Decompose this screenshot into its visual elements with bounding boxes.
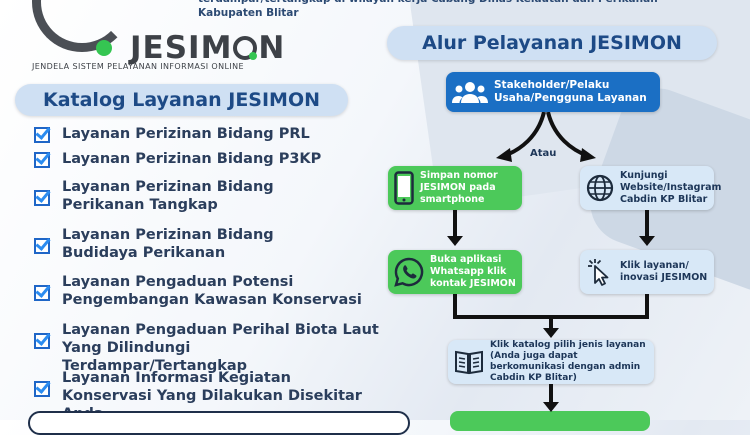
flow-step-visit-website: Kunjungi Website/Instagram Cabdin KP Bli… [580,166,721,210]
logo-ring [32,0,132,52]
catalog-title: Katalog Layanan JESIMON [15,84,348,116]
catalog-item: Layanan Perizinan Bidang P3KP [34,150,374,168]
flow-step-label: Klik layanan/ inovasi JESIMON [620,260,708,283]
checkbox-icon [34,333,50,349]
logo-word-start: JESIM [130,30,233,66]
checkbox-icon [34,285,50,301]
catalog-item: Layanan Perizinan Bidang Budidaya Perika… [34,226,304,262]
bottom-frame-right [450,411,650,431]
logo-o-icon [233,36,258,60]
catalog-item-label: Layanan Pengaduan Potensi Pengembangan K… [62,274,362,308]
flow-step-label: Simpan nomor JESIMON pada smartphone [420,170,498,205]
catalog-item: Layanan Perizinan Bidang PRL [34,125,374,143]
or-label: Atau [530,148,557,159]
flow-merge-line [549,315,553,329]
users-icon [452,82,488,103]
logo-dot [96,40,112,56]
checkbox-icon [34,238,50,254]
flow-merge-line [453,294,457,318]
catalog-item: Layanan Perizinan Bidang Perikanan Tangk… [34,178,304,214]
checkbox-icon [34,381,50,397]
catalog-item-label: Layanan Perizinan Bidang P3KP [62,151,322,167]
catalog-item-label: Layanan Pengaduan Perihal Biota Laut Yan… [62,322,379,374]
logo-word-end: N [258,30,286,66]
checkbox-icon [34,127,50,143]
smartphone-icon [394,171,414,205]
checkbox-icon [34,152,50,168]
flow-start-box: Stakeholder/Pelaku Usaha/Pengguna Layana… [446,72,660,112]
flow-step-label: Buka aplikasi Whatsapp klik kontak JESIM… [430,254,516,289]
flow-title: Alur Pelayanan JESIMON [387,26,717,60]
catalog-item-label: Layanan Perizinan Bidang Perikanan Tangk… [62,179,274,213]
cursor-click-icon [588,259,609,286]
catalog-item: Layanan Informasi Kegiatan Konservasi Ya… [34,369,379,423]
flow-arrow-head [543,328,559,338]
catalog-item-label: Layanan Perizinan Bidang PRL [62,126,310,142]
catalog-item: Layanan Pengaduan Perihal Biota Laut Yan… [34,321,379,375]
flow-step-label: Klik katalog pilih jenis layanan (Anda j… [490,340,646,383]
flow-arrow-line [645,210,649,236]
logo-tagline: JENDELA SISTEM PELAYANAN INFORMASI ONLIN… [32,62,244,71]
flow-step-label: Kunjungi Website/Instagram Cabdin KP Bli… [620,170,722,205]
flow-step-choose-catalog: Klik katalog pilih jenis layanan (Anda j… [448,340,654,384]
split-arrows [496,112,596,162]
flow-start-label: Stakeholder/Pelaku Usaha/Pengguna Layana… [494,79,647,104]
flow-arrow-line [549,384,553,404]
flow-arrow-line [453,210,457,236]
flow-step-open-whatsapp: Buka aplikasi Whatsapp klik kontak JESIM… [388,250,522,294]
flow-merge-line [645,294,649,318]
globe-icon [586,174,614,202]
catalog-item: Layanan Pengaduan Potensi Pengembangan K… [34,273,379,309]
logo-wordmark: JESIM N [130,30,285,66]
flow-arrow-head [543,402,559,412]
catalog-book-icon [455,350,483,375]
checkbox-icon [34,190,50,206]
flow-step-click-service: Klik layanan/ inovasi JESIMON [580,250,714,294]
flow-arrow-head [447,236,463,246]
bottom-frame [28,411,410,435]
intro-text: terdampar/tertangkap di wilayah kerja Ca… [198,0,658,19]
catalog-item-label: Layanan Perizinan Bidang Budidaya Perika… [62,227,274,261]
flow-step-save-number: Simpan nomor JESIMON pada smartphone [388,166,522,210]
flow-arrow-head [639,236,655,246]
whatsapp-icon [394,257,424,287]
